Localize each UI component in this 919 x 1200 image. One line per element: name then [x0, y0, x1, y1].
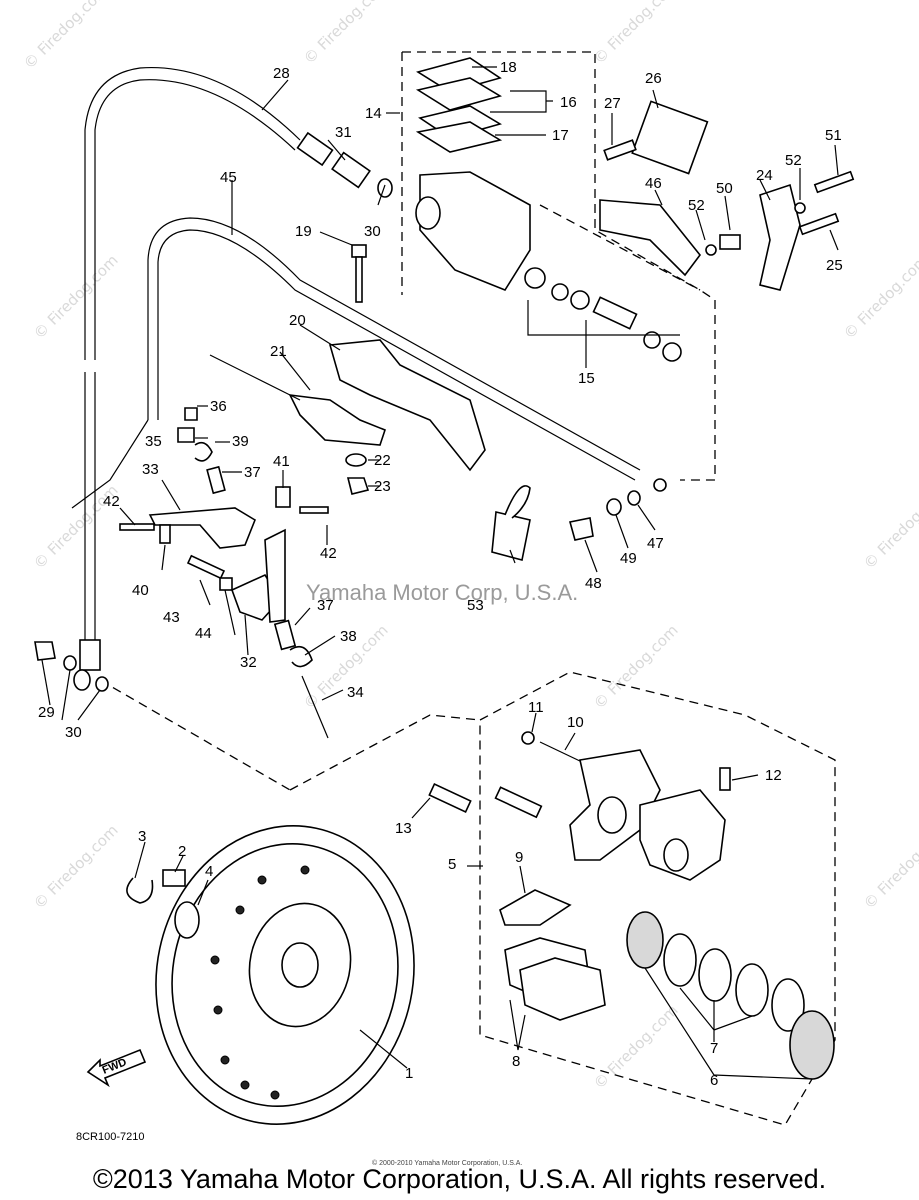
- callout-22: 22: [374, 452, 391, 469]
- callout-44: 44: [195, 625, 212, 642]
- master-cylinder-body: [419, 171, 531, 291]
- brake-pad-8b: [519, 957, 606, 1021]
- callout-52a: 52: [785, 152, 802, 169]
- callout-33: 33: [142, 461, 159, 478]
- callout-17: 17: [552, 127, 569, 144]
- label-53: [491, 511, 531, 561]
- lever-bracket-24: [759, 183, 801, 291]
- callout-13: 13: [395, 820, 412, 837]
- callout-42b: 42: [320, 545, 337, 562]
- callout-9: 9: [515, 849, 523, 866]
- callout-49: 49: [620, 550, 637, 567]
- brake-cable-45: [147, 217, 641, 471]
- callout-1: 1: [405, 1065, 413, 1082]
- callout-14: 14: [365, 105, 382, 122]
- diagram-code: 8CR100-7210: [76, 1131, 145, 1143]
- caliper-group-outline: [479, 671, 836, 1126]
- copyright-notice: ©2013 Yamaha Motor Corporation, U.S.A. A…: [92, 1164, 827, 1194]
- callout-4: 4: [205, 863, 213, 880]
- callout-15: 15: [578, 370, 595, 387]
- fwd-arrow-icon: [86, 1048, 147, 1088]
- callout-2: 2: [178, 843, 186, 860]
- callout-26: 26: [645, 70, 662, 87]
- callout-37b: 37: [317, 597, 334, 614]
- callout-28: 28: [273, 65, 290, 82]
- callout-23: 23: [374, 478, 391, 495]
- callout-27: 27: [604, 95, 621, 112]
- callout-36: 36: [210, 398, 227, 415]
- pin-10: [539, 741, 583, 763]
- callout-20: 20: [289, 312, 306, 329]
- callout-32: 32: [240, 654, 257, 671]
- brake-cable-28: [84, 66, 301, 360]
- callout-8: 8: [512, 1053, 520, 1070]
- callout-25: 25: [826, 257, 843, 274]
- callout-50: 50: [716, 180, 733, 197]
- callout-10: 10: [567, 714, 584, 731]
- callout-51: 51: [825, 127, 842, 144]
- brake-lever-20: [328, 339, 486, 472]
- callout-29: 29: [38, 704, 55, 721]
- callout-35: 35: [145, 433, 162, 450]
- callout-7: 7: [710, 1040, 718, 1057]
- callout-18: 18: [500, 59, 517, 76]
- callout-11: 11: [528, 699, 544, 716]
- callout-39: 39: [232, 433, 249, 450]
- callout-38: 38: [340, 628, 357, 645]
- callout-53: 53: [467, 597, 484, 614]
- callout-6: 6: [710, 1072, 718, 1089]
- center-watermark: Yamaha Motor Corp, U.S.A.: [306, 580, 579, 605]
- callout-31: 31: [335, 124, 352, 141]
- callout-48: 48: [585, 575, 602, 592]
- callout-46: 46: [645, 175, 662, 192]
- callout-52b: 52: [688, 197, 705, 214]
- pad-spring-9: [499, 889, 572, 926]
- callout-42a: 42: [103, 493, 120, 510]
- callout-34: 34: [347, 684, 364, 701]
- lever-21: [288, 394, 386, 446]
- tiny-credit: © 2000-2010 Yamaha Motor Corporation, U.…: [372, 1160, 523, 1167]
- callout-3: 3: [138, 828, 146, 845]
- diagram-drawing: FWD: [34, 51, 855, 1126]
- caliper-body: [639, 789, 726, 881]
- caliper-piston: [626, 911, 664, 969]
- callout-24: 24: [756, 167, 773, 184]
- brake-switch-26: [631, 100, 709, 175]
- callout-30b: 30: [65, 724, 82, 741]
- callout-45: 45: [220, 169, 237, 186]
- rod-34: [301, 675, 329, 739]
- callout-47: 47: [647, 535, 664, 552]
- callout-41: 41: [273, 453, 290, 470]
- callout-5: 5: [448, 856, 456, 873]
- callout-43: 43: [163, 609, 180, 626]
- lever-46: [599, 199, 702, 277]
- callout-12: 12: [765, 767, 782, 784]
- callout-40: 40: [132, 582, 149, 599]
- callout-30a: 30: [364, 223, 381, 240]
- callout-21: 21: [270, 343, 287, 360]
- callout-16: 16: [560, 94, 577, 111]
- callout-37a: 37: [244, 464, 261, 481]
- callout-19: 19: [295, 223, 312, 240]
